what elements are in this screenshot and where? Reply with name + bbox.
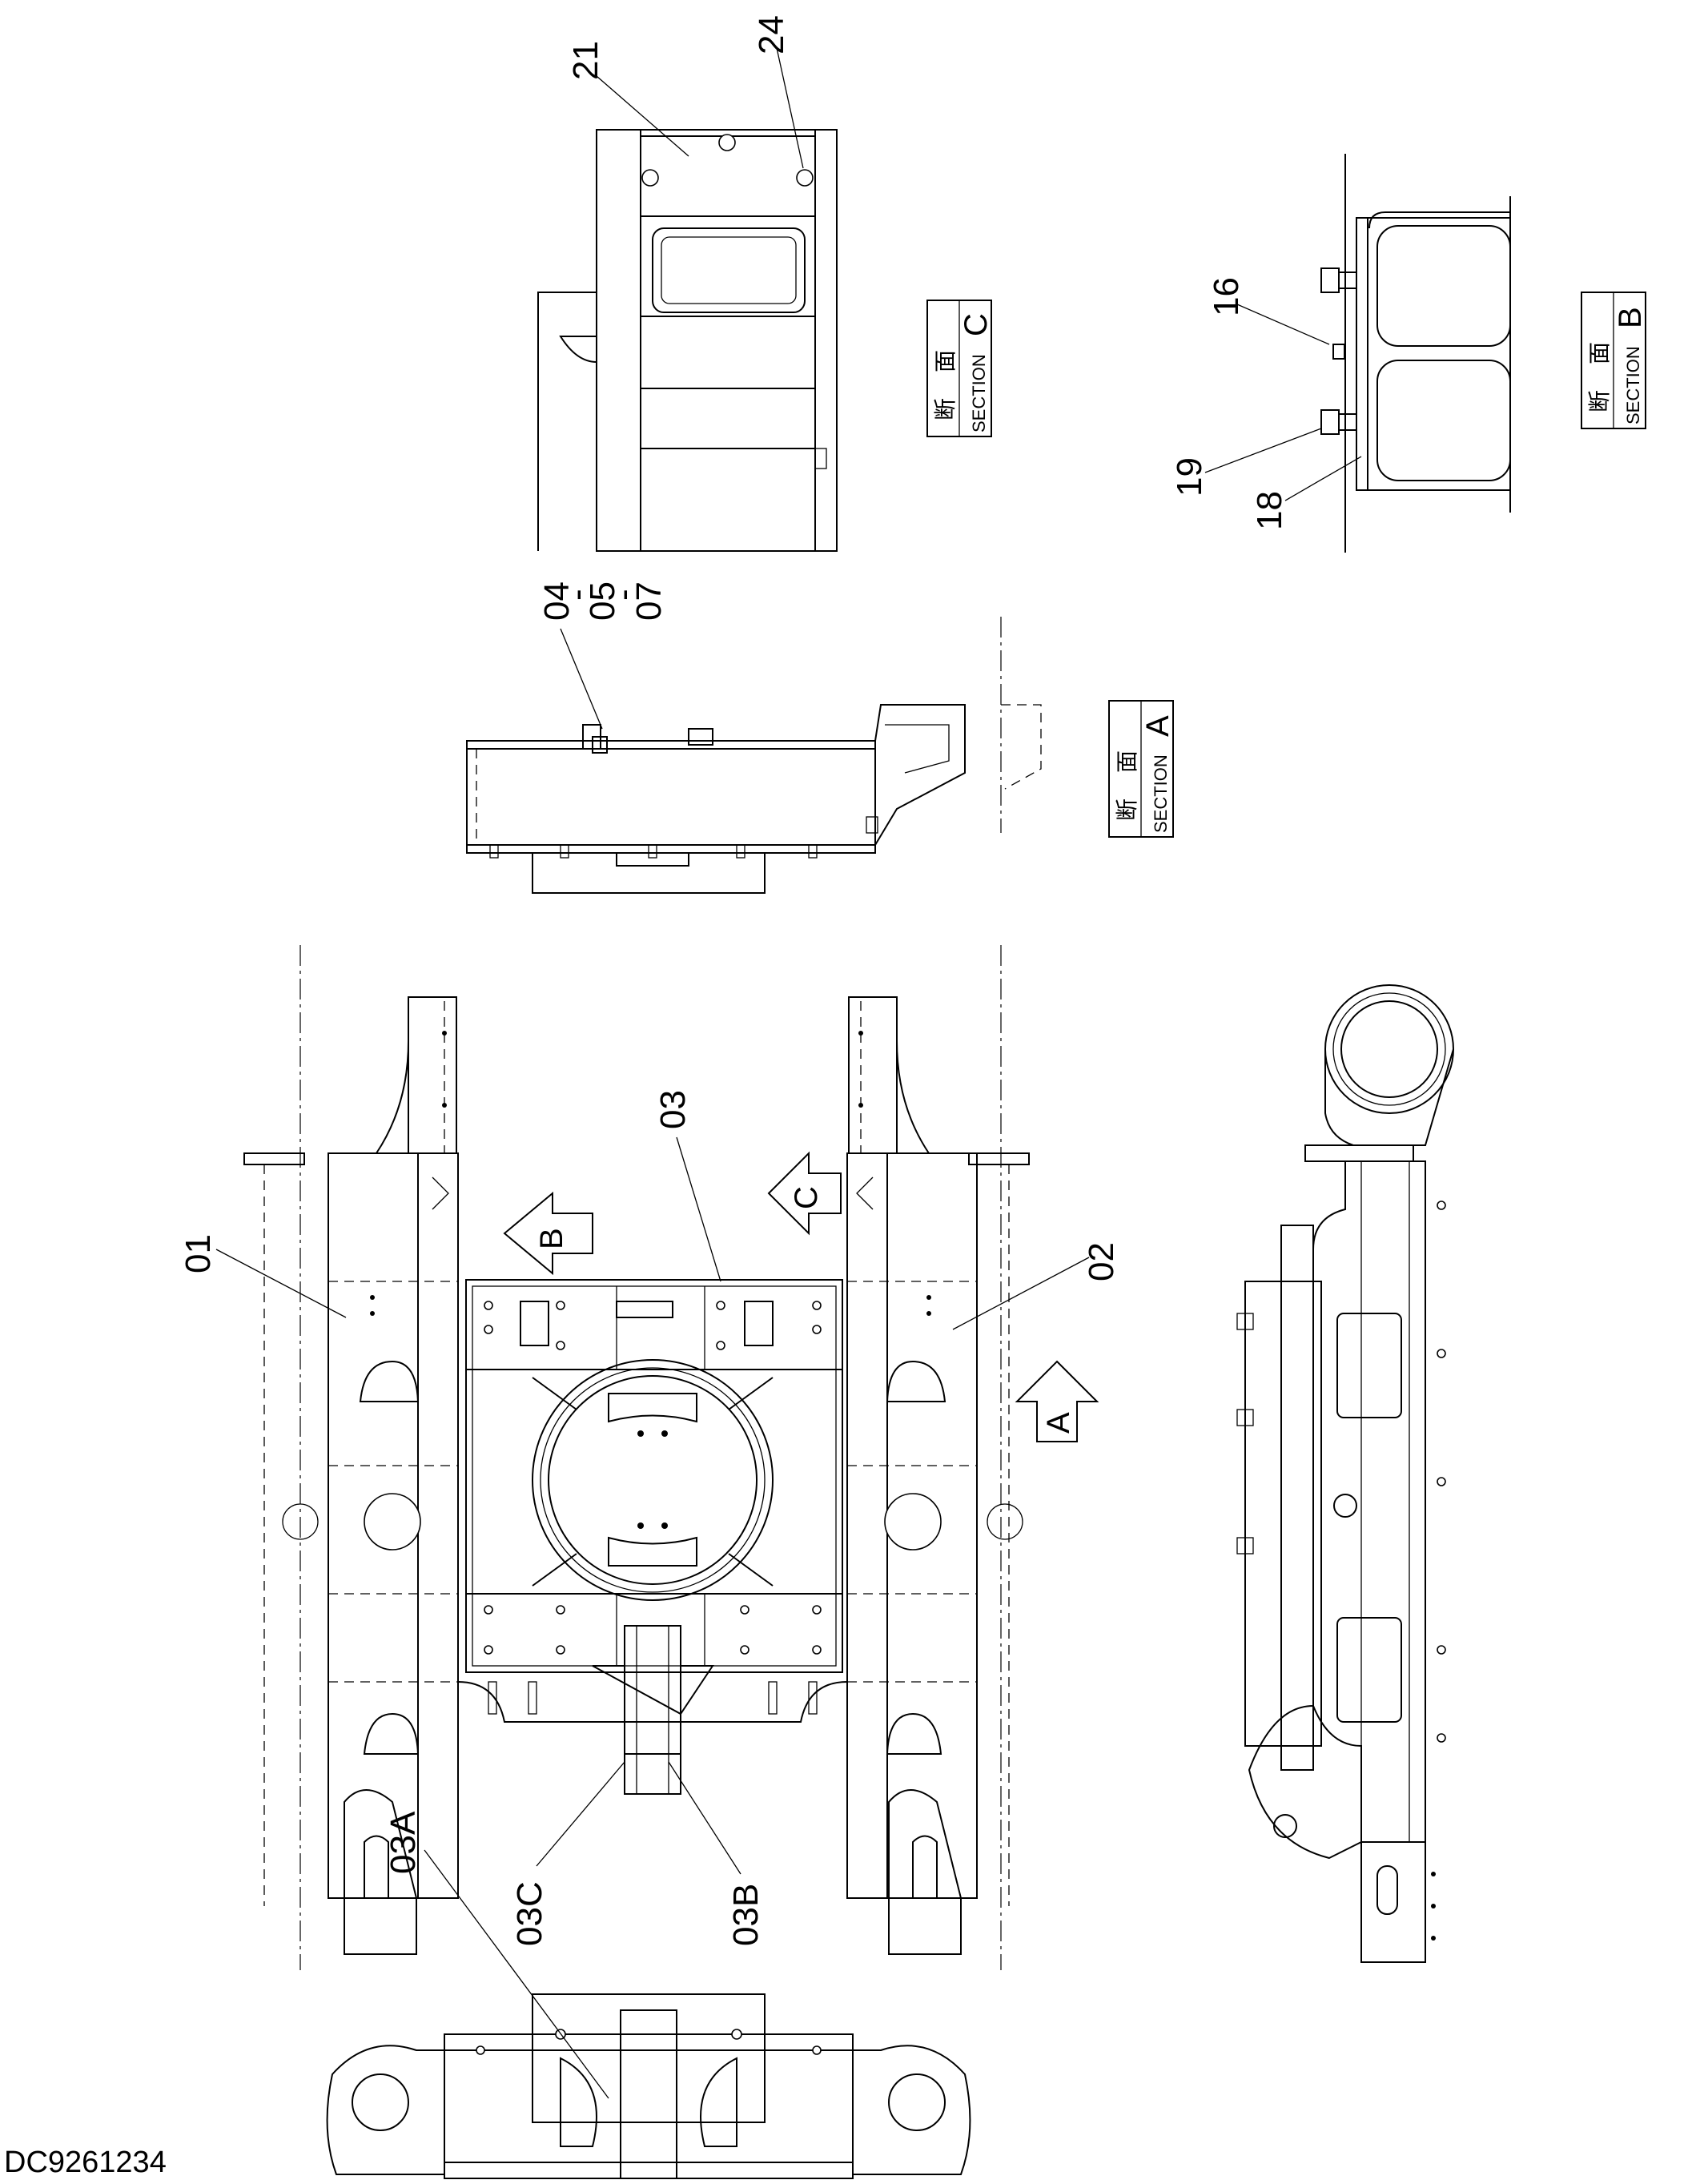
section-a-kanji-2: 面 bbox=[1115, 750, 1139, 773]
section-c-letter: C bbox=[958, 313, 994, 336]
section-a-kanji-1: 断 bbox=[1115, 798, 1139, 821]
section-b-kanji-2: 面 bbox=[1587, 342, 1612, 364]
callout-03B: 03B bbox=[726, 1884, 766, 1946]
section-a-label: 断 面 SECTION A bbox=[1108, 700, 1176, 838]
section-b-word: SECTION bbox=[1623, 346, 1643, 424]
callout-07: 07 bbox=[629, 581, 669, 621]
callout-03: 03 bbox=[653, 1090, 693, 1129]
view-arrow-b-label: B bbox=[534, 1228, 569, 1249]
section-c-kanji-1: 断 bbox=[933, 398, 958, 420]
callout-04: 04 bbox=[537, 581, 577, 621]
side-elevation-view bbox=[1236, 984, 1454, 1963]
drawing-number: DC9261234 bbox=[4, 2146, 167, 2179]
section-c-kanji-2: 面 bbox=[933, 350, 958, 372]
section-c-word: SECTION bbox=[969, 354, 989, 432]
section-b-letter: B bbox=[1613, 307, 1648, 328]
end-view bbox=[326, 1993, 971, 2179]
callout-21: 21 bbox=[566, 41, 605, 80]
section-a-word: SECTION bbox=[1151, 754, 1171, 833]
callout-18: 18 bbox=[1250, 491, 1289, 530]
main-frame-plan bbox=[243, 945, 1099, 1970]
section-b-kanji-1: 断 bbox=[1587, 390, 1612, 412]
section-b-label: 断 面 SECTION B bbox=[1581, 292, 1648, 429]
callout-19: 19 bbox=[1170, 457, 1209, 497]
section-a-letter: A bbox=[1140, 715, 1176, 737]
callout-24: 24 bbox=[752, 15, 791, 54]
callout-16: 16 bbox=[1207, 277, 1246, 316]
callout-03C: 03C bbox=[510, 1881, 549, 1946]
view-arrow-a-label: A bbox=[1041, 1412, 1076, 1434]
callout-01: 01 bbox=[179, 1234, 218, 1273]
view-arrow-c-label: C bbox=[789, 1186, 824, 1209]
callout-05: 05 bbox=[583, 581, 622, 621]
section-c-label: 断 面 SECTION C bbox=[926, 300, 994, 437]
section-b-view bbox=[1320, 154, 1511, 553]
section-a-view bbox=[466, 617, 1042, 894]
leader-lines bbox=[215, 47, 1362, 2099]
callout-02: 02 bbox=[1082, 1242, 1121, 1281]
callout-sep-1: - bbox=[557, 589, 597, 601]
section-c-view bbox=[537, 129, 838, 552]
callout-sep-2: - bbox=[604, 589, 643, 601]
callout-03A: 03A bbox=[384, 1811, 423, 1874]
